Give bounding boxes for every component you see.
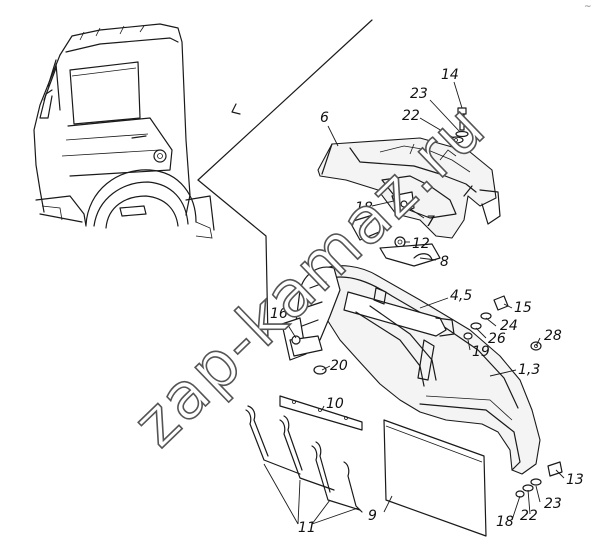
main-fender-assembly — [281, 265, 563, 498]
callout-22-bottom: 22 — [520, 508, 538, 524]
callout-18-mid: 18 — [355, 200, 373, 216]
leader-lines — [263, 81, 565, 525]
callout-19: 19 — [472, 344, 490, 360]
callout-11: 11 — [298, 520, 316, 536]
callout-13: 13 — [566, 472, 584, 488]
truck-cab-drawing — [33, 23, 215, 239]
callout-23-top: 23 — [410, 86, 428, 102]
callout-12: 12 — [412, 236, 430, 252]
callout-23-bottom: 23 — [544, 496, 562, 512]
callout-9: 9 — [368, 508, 377, 524]
callout-labels: 14 23 22 6 18 7 12 8 4,5 15 16 24 26 28 … — [270, 67, 584, 536]
callout-16: 16 — [270, 306, 288, 322]
callout-26: 26 — [488, 331, 506, 347]
callout-14: 14 — [441, 67, 459, 83]
callout-18-bottom: 18 — [496, 514, 514, 530]
callout-20: 20 — [330, 358, 348, 374]
detail-bracket-lines — [197, 19, 373, 341]
parts-7-8-12-18 — [349, 191, 441, 267]
callout-6: 6 — [320, 110, 329, 126]
callout-1-3: 1,3 — [518, 362, 540, 378]
callout-4-5: 4,5 — [450, 288, 472, 304]
callout-15: 15 — [514, 300, 532, 316]
part-6-upper-shield — [317, 137, 501, 239]
corner-mark: ~ — [584, 2, 592, 12]
callout-8: 8 — [440, 254, 449, 270]
callout-7: 7 — [426, 214, 435, 230]
callout-24: 24 — [500, 318, 518, 334]
callout-28: 28 — [544, 328, 562, 344]
parts-9-10-11 — [245, 395, 487, 537]
callout-10: 10 — [326, 396, 344, 412]
callout-22-top: 22 — [402, 108, 420, 124]
bolt-14-assembly — [448, 107, 469, 144]
